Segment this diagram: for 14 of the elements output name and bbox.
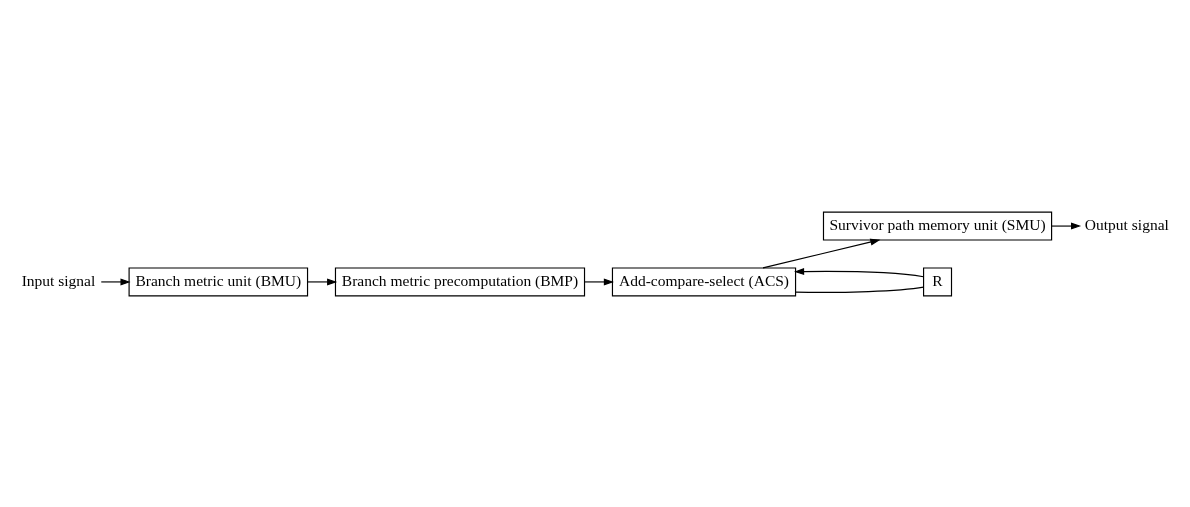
node-box: Survivor path memory unit (SMU) [822, 211, 1053, 241]
arrow [762, 238, 881, 268]
node-box: Add-compare-select (ACS) [611, 266, 797, 296]
node-box: Branch metric unit (BMU) [128, 266, 309, 296]
node-text: Output signal [1084, 215, 1169, 233]
arrow [1051, 222, 1082, 230]
arrow [100, 277, 131, 285]
arrow [794, 267, 925, 277]
node-text: Input signal [21, 271, 96, 289]
arrow [584, 277, 614, 285]
connector [795, 286, 925, 293]
node-box: Branch metric precomputation (BMP) [334, 266, 586, 296]
arrow [307, 277, 338, 285]
node-box: R [923, 266, 953, 296]
